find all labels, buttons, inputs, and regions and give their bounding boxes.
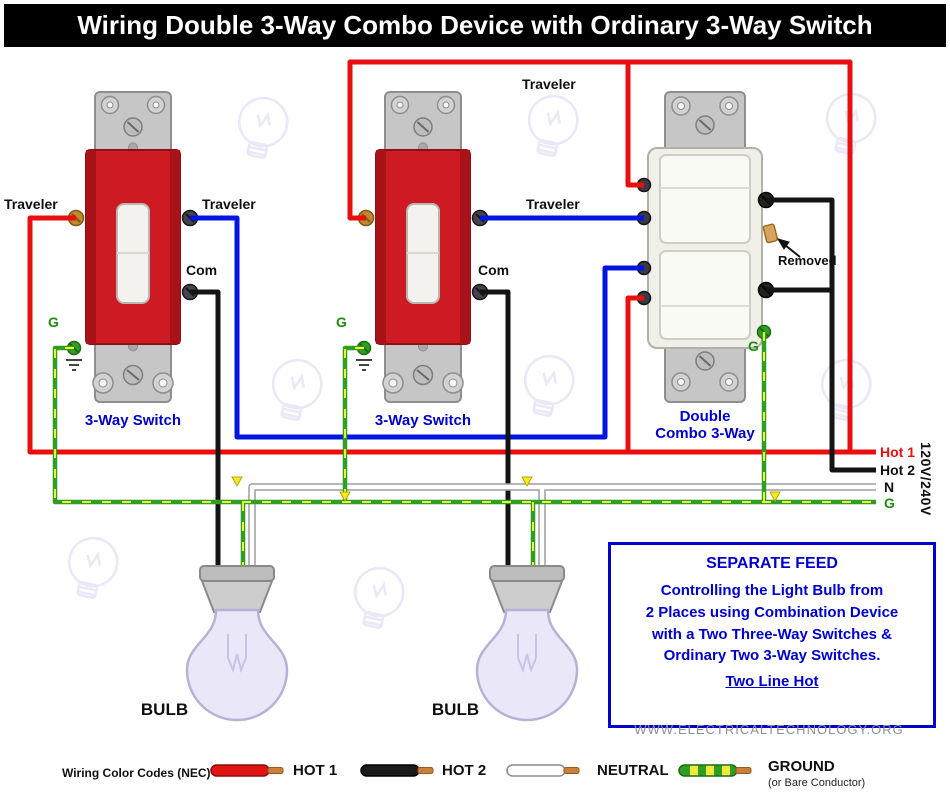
legend-hot2-label: HOT 2: [442, 762, 487, 779]
bulb-2-label: BULB: [431, 700, 480, 719]
page-title: Wiring Double 3-Way Combo Device with Or…: [4, 4, 946, 47]
legend-wire-neutral-icon: [506, 764, 580, 777]
removed-label: Removed: [778, 253, 837, 268]
traveler-label-sw2-right: Traveler: [526, 196, 580, 212]
double-combo-3way-device: [636, 91, 779, 403]
wire-hot2: [766, 197, 876, 473]
three-way-switch-1: [66, 91, 199, 403]
legend-title: Wiring Color Codes (NEC): [62, 766, 211, 780]
removed-tab-arrow: [776, 238, 801, 258]
legend-wire-hot1-icon: [210, 764, 284, 777]
bulb-1: [185, 564, 289, 722]
info-box-heading: SEPARATE FEED: [706, 555, 838, 572]
yellow-arrow-icon: [769, 491, 781, 503]
wire-red-traveler-top: [347, 59, 853, 452]
ground-label-sw1: G: [48, 314, 59, 330]
combo-device-name-line1: Double: [679, 408, 731, 425]
com-label-sw2: Com: [478, 262, 510, 278]
yellow-arrow-icon: [231, 476, 243, 488]
ground-supply-label: G: [884, 495, 895, 511]
legend-hot1-label: HOT 1: [293, 762, 338, 779]
wires: [27, 59, 876, 570]
switch-2-name: 3-Way Switch: [374, 412, 472, 429]
neutral-supply-label: N: [884, 479, 895, 495]
wire-red-combo-top-drop: [625, 62, 644, 188]
ground-symbol-sw2: [356, 359, 372, 371]
ground-symbol-sw1: [66, 359, 82, 371]
info-box-line: Ordinary Two 3-Way Switches.: [663, 647, 881, 665]
traveler-label-sw1-right: Traveler: [202, 196, 256, 212]
legend-ground-note: (or Bare Conductor): [768, 777, 866, 789]
website-url: WWW.ELECTRICALTECHNOLOGY.ORG: [634, 722, 904, 737]
voltage-label: 120V/240V: [918, 442, 935, 516]
hot1-supply-label: Hot 1: [880, 444, 915, 460]
legend-wire-ground-icon: [678, 764, 752, 777]
wire-hot1-rail: [27, 215, 876, 455]
bulb-1-label: BULB: [140, 700, 189, 719]
yellow-arrow-icon: [339, 491, 351, 503]
com-label-sw1: Com: [186, 262, 218, 278]
three-way-switch-2: [356, 91, 489, 403]
traveler-label-top: Traveler: [522, 76, 576, 92]
info-box-footer: Two Line Hot: [725, 673, 819, 690]
wire-ground-stripe: [54, 332, 876, 570]
ground-label-sw2: G: [336, 314, 347, 330]
hot2-supply-label: Hot 2: [880, 462, 915, 478]
legend-ground-label: GROUND: [768, 758, 835, 775]
info-box-line: Controlling the Light Bulb from: [660, 582, 884, 599]
info-box-line: with a Two Three-Way Switches &: [651, 625, 893, 643]
yellow-arrow-icon: [521, 476, 533, 488]
wire-blue-traveler-sw1: [190, 215, 644, 440]
wire-sw1-com-to-bulb1: [190, 289, 221, 570]
combo-device-name-line2: Combo 3-Way: [655, 425, 755, 443]
switch-1-name: 3-Way Switch: [84, 412, 182, 429]
wire-red-combo-bottom-drop: [625, 295, 644, 452]
info-box-line: 2 Places using Combination Device: [645, 603, 899, 621]
bulb-2: [475, 564, 579, 722]
legend-wire-hot2-icon: [360, 764, 434, 777]
legend-neutral-label: NEUTRAL: [597, 762, 669, 779]
traveler-label-sw1-left: Traveler: [4, 196, 58, 212]
ground-label-combo: G: [748, 338, 759, 354]
separate-feed-info-box: SEPARATE FEED Controlling the Light Bulb…: [608, 542, 936, 728]
wire-sw2-com-to-bulb2: [480, 289, 511, 570]
connection-arrows: [231, 476, 781, 503]
combo-device-name: Double Combo 3-Way: [640, 408, 770, 443]
